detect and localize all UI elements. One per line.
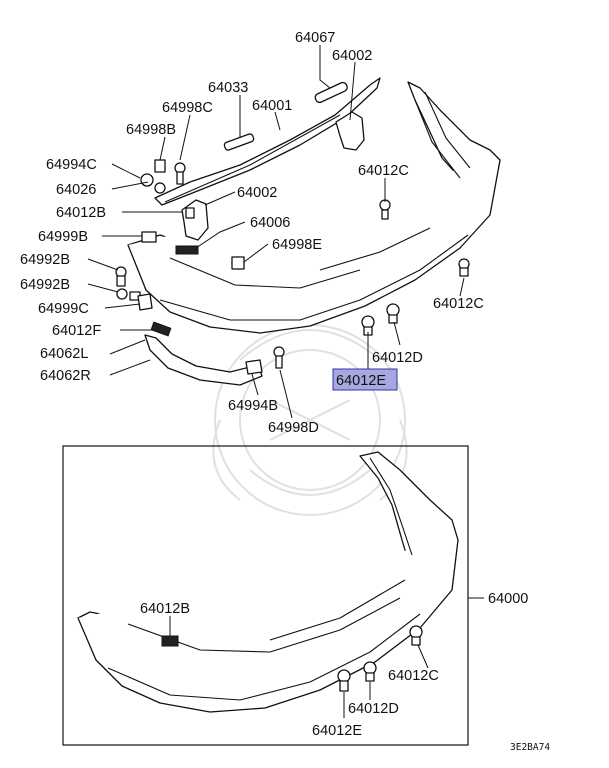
diagram-code: 3E2BA74 [510,742,550,753]
label-64012D-box[interactable]: 64012D [348,701,399,717]
label-64998E[interactable]: 64998E [272,237,322,253]
label-64033[interactable]: 64033 [208,80,248,96]
label-64012F[interactable]: 64012F [52,323,101,339]
label-64012C-top[interactable]: 64012C [358,163,409,179]
label-64992B-2[interactable]: 64992B [20,277,70,293]
label-64012E-box[interactable]: 64012E [312,723,362,739]
fasteners [115,159,470,375]
label-64994B[interactable]: 64994B [228,398,278,414]
label-64002-mid[interactable]: 64002 [237,185,277,201]
label-64012E-top[interactable]: 64012E [336,373,386,389]
label-64012B-box[interactable]: 64012B [140,601,190,617]
bumper-reinforcement [154,77,381,206]
label-64992B-1[interactable]: 64992B [20,252,70,268]
assembly-box: 64012B 64000 64012C 64012D 64012E [62,445,528,746]
label-64998B[interactable]: 64998B [126,122,176,138]
upper-exploded-view: 64067 64002 64033 64998C 64001 64998B 64… [20,30,501,436]
side-spacer-64062 [144,334,263,386]
label-64026[interactable]: 64026 [56,182,96,198]
label-64998D[interactable]: 64998D [268,420,319,436]
label-64999C[interactable]: 64999C [38,301,89,317]
seal-64067 [314,81,348,104]
label-64062L[interactable]: 64062L [40,346,88,362]
label-64012C-right[interactable]: 64012C [433,296,484,312]
label-64012D-top[interactable]: 64012D [372,350,423,366]
label-64994C[interactable]: 64994C [46,157,97,173]
label-64000[interactable]: 64000 [488,591,528,607]
label-64006[interactable]: 64006 [250,215,290,231]
leader-lines-upper [87,45,465,419]
highlight-box-64012E [332,368,398,391]
label-64002-top[interactable]: 64002 [332,48,372,64]
label-64012C-box[interactable]: 64012C [388,668,439,684]
seal-64033 [223,133,255,151]
assembly-frame [62,445,469,746]
label-64998C[interactable]: 64998C [162,100,213,116]
label-64999B[interactable]: 64999B [38,229,88,245]
label-64012B-top[interactable]: 64012B [56,205,106,221]
label-64062R[interactable]: 64062R [40,368,91,384]
label-64067[interactable]: 64067 [295,30,335,46]
bracket-64002-right [335,111,365,151]
label-64001[interactable]: 64001 [252,98,292,114]
